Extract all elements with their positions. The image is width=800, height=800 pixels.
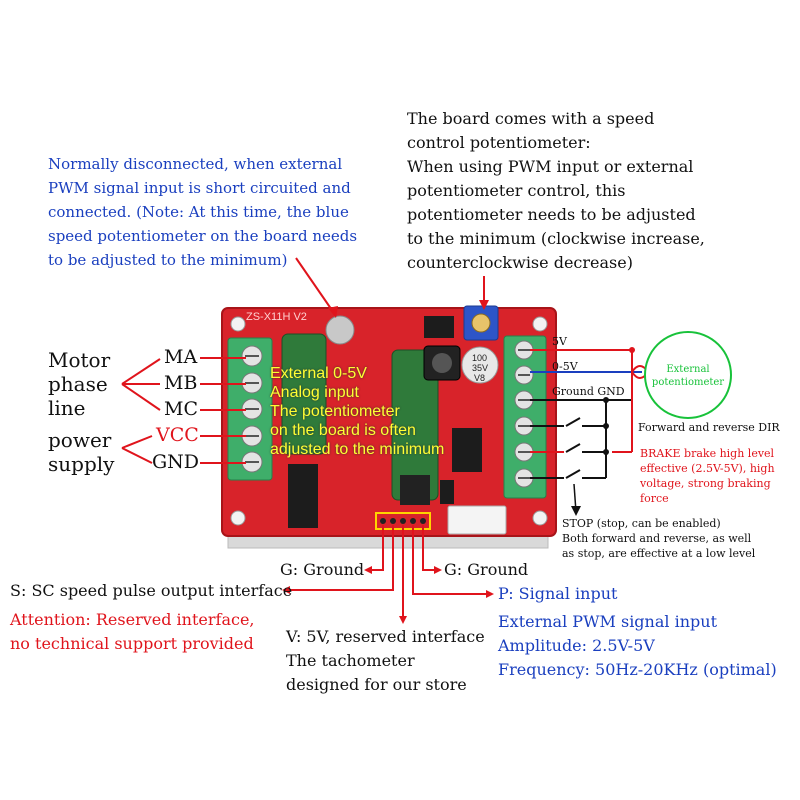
white-connector	[447, 505, 507, 535]
analog-input-overlay: External 0-5V Analog input The potentiom…	[270, 365, 445, 458]
cap-mark-35v: 35V	[472, 363, 489, 373]
mount-hole-tl	[230, 316, 246, 332]
cap-mark-v8: V8	[474, 373, 486, 383]
pwm-note-line-1: Normally disconnected, when external	[48, 155, 343, 173]
label-0-5v: 0-5V	[552, 360, 578, 373]
small-capacitor	[325, 315, 355, 345]
pot-note-line-3: When using PWM input or external	[407, 157, 694, 176]
power-supply-label: power supply	[48, 428, 115, 476]
pwm-note-line-3: connected. (Note: At this time, the blue	[48, 203, 349, 221]
pwm-note-line-4: speed potentiometer on the board needs	[48, 227, 358, 245]
g-ground-left: G: Ground	[280, 560, 365, 579]
label-5v: 5V	[552, 335, 567, 348]
terminal-label-ma: MA	[164, 346, 198, 368]
brake-label: BRAKE brake high level effective (2.5V-5…	[640, 447, 775, 505]
ic-top	[424, 316, 454, 338]
capacitor-left	[281, 333, 327, 455]
pwm-note-line-2: PWM signal input is short circuited and	[48, 179, 351, 197]
mount-hole-br	[532, 510, 548, 526]
motor-phase-label: Motor phase line	[48, 348, 111, 420]
mount-hole-tr	[532, 316, 548, 332]
pwm-spec-label: External PWM signal input Amplitude: 2.5…	[498, 612, 777, 679]
capacitor-base	[400, 475, 430, 505]
mosfet-1	[288, 464, 318, 504]
board-silkscreen: ZS-X11H V2	[246, 311, 307, 323]
label-ground-gnd: Ground GND	[552, 385, 625, 398]
dir-label: Forward and reverse DIR	[638, 421, 780, 434]
stop-label: STOP (stop, can be enabled) Both forward…	[562, 517, 756, 560]
ic-right	[452, 428, 482, 472]
pwm-note-line-5: to be adjusted to the minimum)	[48, 251, 288, 269]
attention-label: Attention: Reserved interface, no techni…	[10, 610, 255, 653]
terminal-label-vcc: VCC	[156, 424, 199, 446]
g-ground-right: G: Ground	[444, 560, 529, 579]
cap-mark-100: 100	[472, 353, 488, 363]
pot-note-line-7: counterclockwise decrease)	[407, 253, 633, 272]
pot-note-line-2: control potentiometer:	[407, 133, 591, 152]
v5-label: V: 5V, reserved interface The tachometer…	[286, 627, 485, 694]
mount-hole-bl	[230, 510, 246, 526]
sc-label: S: SC speed pulse output interface	[10, 581, 293, 600]
terminal-label-mb: MB	[164, 372, 198, 394]
mosfet-2	[288, 504, 318, 528]
arrow-to-jumper	[295, 257, 337, 317]
signal-input-label: P: Signal input	[498, 584, 618, 603]
electrolytic-cap	[461, 346, 499, 384]
pot-note-line-5: potentiometer needs to be adjusted	[407, 205, 696, 224]
terminal-label-mc: MC	[164, 398, 198, 420]
external-pot-label: External potentiometer	[651, 364, 725, 388]
pot-note-line-6: to the minimum (clockwise increase,	[407, 229, 705, 248]
potentiometer-note: The board comes with a speed control pot…	[407, 107, 705, 275]
terminal-label-gnd: GND	[152, 451, 200, 473]
external-potentiometer-circle	[644, 331, 732, 419]
pot-note-line-4: potentiometer control, this	[407, 181, 626, 200]
pot-note-line-1: The board comes with a speed	[407, 109, 655, 128]
pwm-shortcircuit-note: Normally disconnected, when external PWM…	[48, 152, 357, 272]
